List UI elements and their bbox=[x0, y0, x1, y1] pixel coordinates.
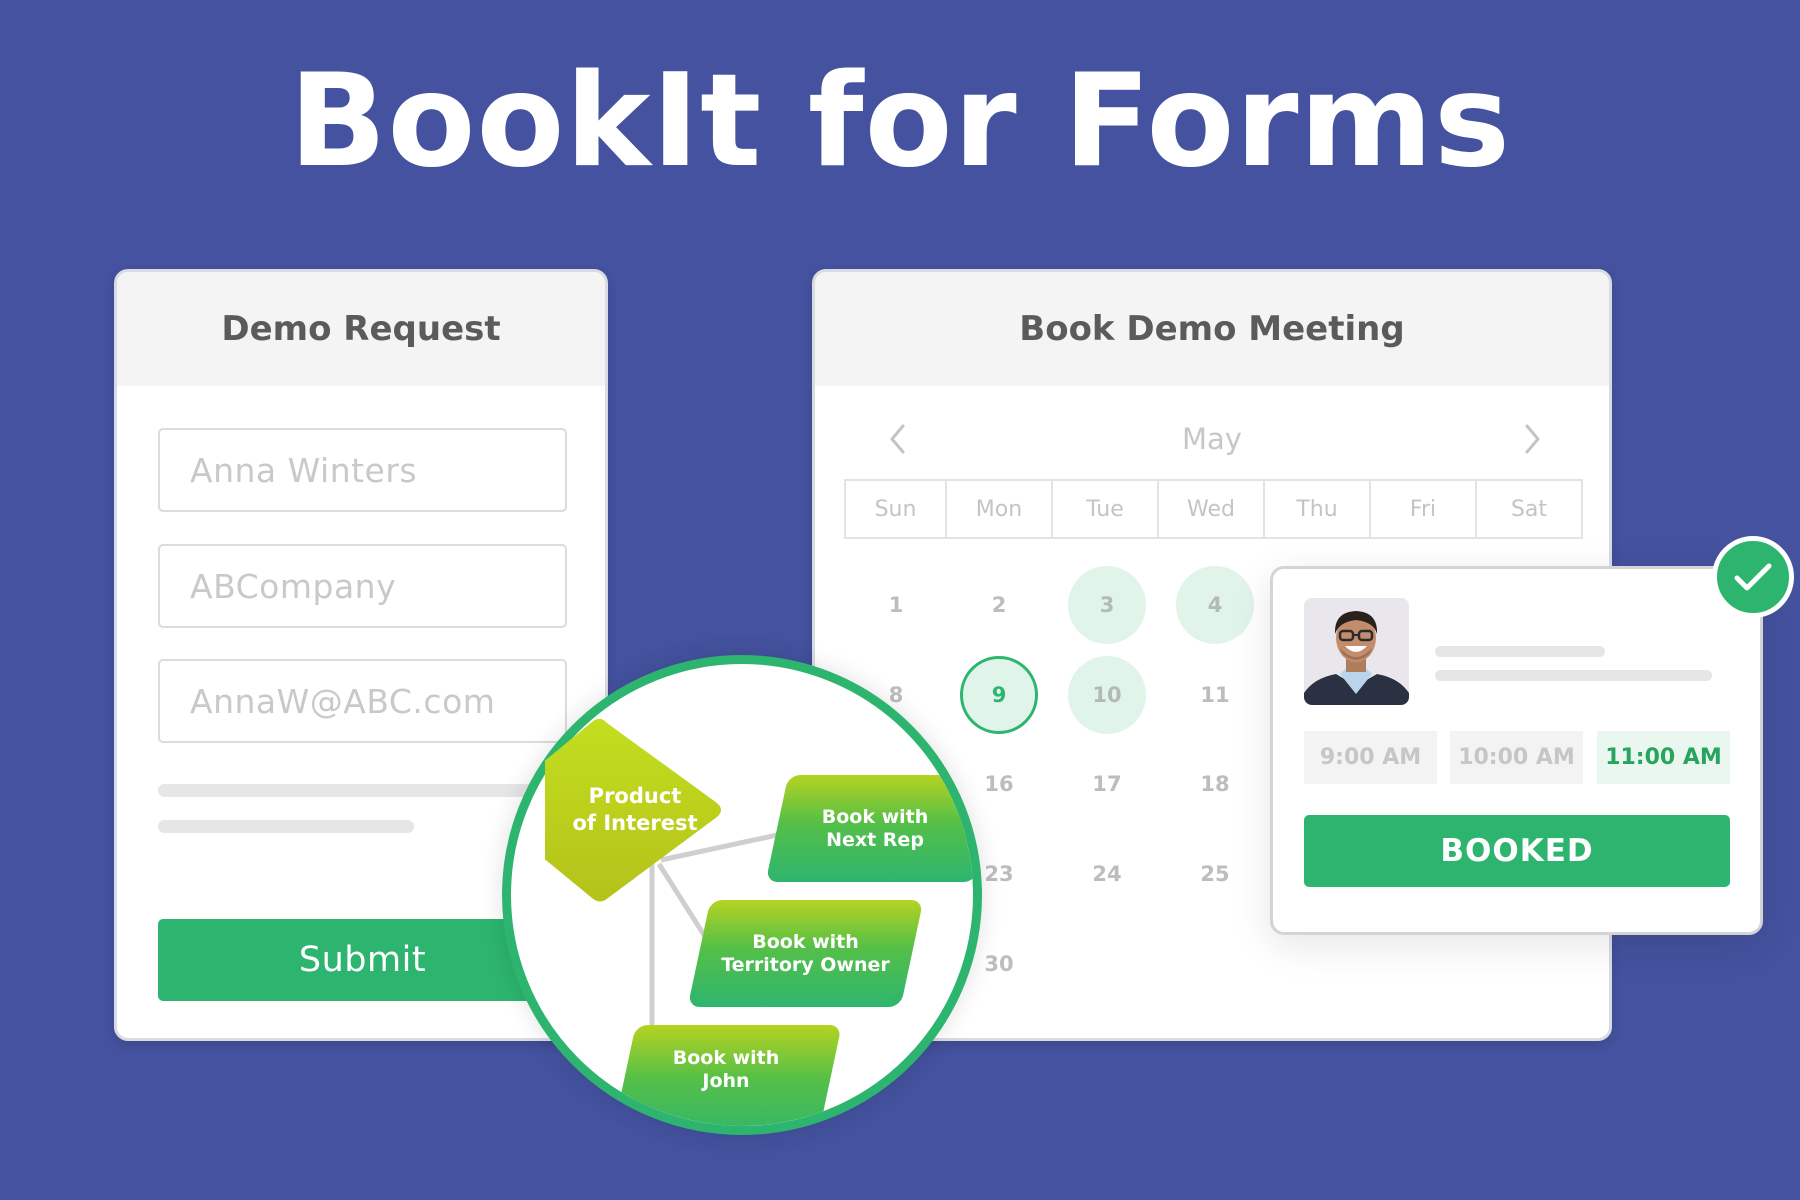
route-decision-product-of-interest[interactable]: Product of Interest bbox=[545, 715, 785, 905]
calendar-day-available[interactable]: 4 bbox=[1176, 566, 1254, 644]
submit-button[interactable]: Submit bbox=[158, 919, 567, 1001]
route-node-label: Book with John bbox=[672, 1047, 780, 1092]
name-field[interactable]: Anna Winters bbox=[158, 428, 567, 512]
month-navigation: May bbox=[815, 414, 1609, 464]
weekday-tue: Tue bbox=[1051, 481, 1157, 537]
calendar-day[interactable]: 23 bbox=[984, 862, 1014, 886]
next-month-button[interactable] bbox=[1513, 414, 1553, 464]
calendar-day[interactable]: 18 bbox=[1200, 772, 1230, 796]
weekday-sat: Sat bbox=[1475, 481, 1581, 537]
chevron-right-icon bbox=[1525, 424, 1540, 454]
company-field-value: ABCompany bbox=[190, 566, 397, 606]
routing-flow-canvas: Book with Next Rep Book with Territory O… bbox=[511, 664, 973, 1126]
company-field[interactable]: ABCompany bbox=[158, 544, 567, 628]
chevron-left-icon bbox=[890, 424, 905, 454]
calendar-day-available[interactable]: 10 bbox=[1068, 656, 1146, 734]
calendar-day[interactable]: 30 bbox=[984, 952, 1014, 976]
route-node-label: Book with Next Rep bbox=[821, 805, 929, 851]
calendar-day[interactable]: 2 bbox=[991, 593, 1007, 617]
text-placeholder-line bbox=[158, 820, 414, 833]
booked-button[interactable]: BOOKED bbox=[1304, 815, 1730, 887]
calendar-day[interactable]: 1 bbox=[888, 593, 904, 617]
weekday-thu: Thu bbox=[1263, 481, 1369, 537]
name-field-value: Anna Winters bbox=[190, 450, 418, 490]
booking-success-badge bbox=[1712, 536, 1794, 618]
decision-label: Product of Interest bbox=[572, 784, 698, 835]
avatar bbox=[1304, 598, 1409, 705]
route-outcome-territory-owner[interactable]: Book with Territory Owner bbox=[687, 900, 924, 1007]
calendar-day[interactable]: 8 bbox=[888, 683, 904, 707]
calendar-day[interactable]: 24 bbox=[1092, 862, 1122, 886]
calendar-title: Book Demo Meeting bbox=[815, 272, 1609, 386]
weekday-mon: Mon bbox=[945, 481, 1051, 537]
check-icon bbox=[1734, 563, 1772, 591]
time-slot-11am-selected[interactable]: 11:00 AM bbox=[1597, 731, 1730, 784]
weekday-fri: Fri bbox=[1369, 481, 1475, 537]
demo-request-form: Demo Request Anna Winters ABCompany Anna… bbox=[114, 269, 608, 1041]
diamond-shape bbox=[545, 718, 721, 902]
page-title: BookIt for Forms bbox=[288, 47, 1512, 196]
calendar-day[interactable]: 16 bbox=[984, 772, 1014, 796]
host-details-placeholder bbox=[1435, 670, 1712, 681]
email-field-value: AnnaW@ABC.com bbox=[190, 681, 496, 721]
prev-month-button[interactable] bbox=[877, 414, 917, 464]
calendar-day[interactable]: 25 bbox=[1200, 862, 1230, 886]
route-outcome-john[interactable]: Book with John bbox=[610, 1025, 842, 1126]
booking-confirmation-card: 9:00 AM 10:00 AM 11:00 AM BOOKED bbox=[1270, 566, 1763, 935]
weekday-sun: Sun bbox=[874, 496, 917, 522]
calendar-day-available[interactable]: 3 bbox=[1068, 566, 1146, 644]
calendar-day[interactable]: 11 bbox=[1200, 683, 1230, 707]
calendar-day-selected[interactable]: 9 bbox=[960, 656, 1038, 734]
route-node-label: Book with Territory Owner bbox=[721, 930, 890, 976]
form-title: Demo Request bbox=[117, 272, 605, 386]
time-slot-10am[interactable]: 10:00 AM bbox=[1450, 731, 1583, 784]
host-name-placeholder bbox=[1435, 646, 1605, 657]
email-field[interactable]: AnnaW@ABC.com bbox=[158, 659, 567, 743]
time-slot-9am[interactable]: 9:00 AM bbox=[1304, 731, 1437, 784]
weekday-header: Sun Mon Tue Wed Thu Fri Sat bbox=[844, 479, 1583, 539]
person-avatar-icon bbox=[1304, 598, 1409, 705]
month-label: May bbox=[1182, 422, 1242, 456]
route-outcome-next-rep[interactable]: Book with Next Rep bbox=[765, 775, 973, 882]
text-placeholder-line bbox=[158, 784, 567, 797]
weekday-wed: Wed bbox=[1157, 481, 1263, 537]
calendar-day[interactable]: 17 bbox=[1092, 772, 1122, 796]
